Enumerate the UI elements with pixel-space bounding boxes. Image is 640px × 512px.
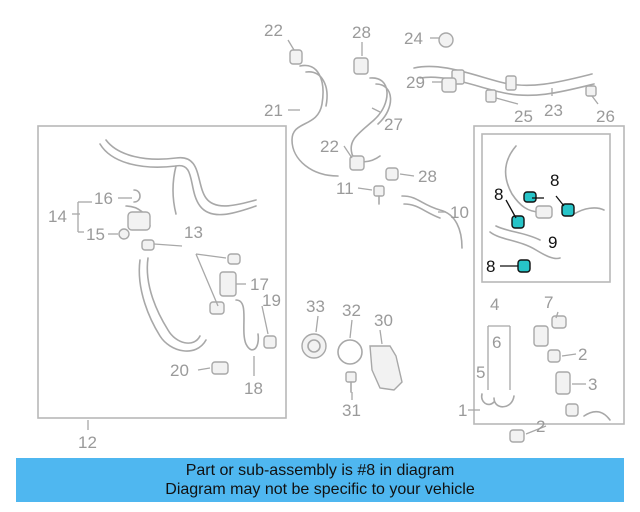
hose-18 bbox=[235, 299, 260, 351]
callout-15: 15 bbox=[86, 225, 105, 244]
hose-assembly-left bbox=[99, 139, 257, 227]
callout-16: 16 bbox=[94, 189, 113, 208]
callout-22-mid: 22 bbox=[320, 137, 339, 156]
clamp-8-top bbox=[523, 191, 537, 203]
callout-2-mid: 2 bbox=[578, 345, 587, 364]
callout-22-top: 22 bbox=[264, 21, 283, 40]
callout-31: 31 bbox=[342, 401, 361, 420]
clamp-8-bottom bbox=[517, 259, 531, 273]
callout-30: 30 bbox=[374, 311, 393, 330]
callout-26: 26 bbox=[596, 107, 615, 126]
bolt-31 bbox=[345, 371, 357, 393]
banner-line-2: Diagram may not be specific to your vehi… bbox=[165, 481, 475, 498]
hose-9 bbox=[489, 145, 605, 260]
clamp-8-right bbox=[561, 203, 575, 217]
callout-10: 10 bbox=[450, 203, 469, 222]
oring-15 bbox=[118, 228, 130, 240]
assembly-box-1 bbox=[473, 125, 625, 425]
callout-28-mid: 28 bbox=[418, 167, 437, 186]
callout-8-left: 8 bbox=[494, 185, 503, 204]
callout-8-right: 8 bbox=[550, 171, 559, 190]
callout-3: 3 bbox=[588, 375, 597, 394]
callout-7: 7 bbox=[544, 293, 553, 312]
callout-12: 12 bbox=[78, 433, 97, 452]
clamp-8-left bbox=[511, 215, 525, 229]
callout-11: 11 bbox=[336, 179, 354, 198]
clamp-24 bbox=[438, 32, 454, 48]
fitting-14 bbox=[127, 211, 151, 231]
callout-32: 32 bbox=[342, 301, 361, 320]
clamp-22-top bbox=[289, 49, 303, 65]
clamp-22-mid bbox=[349, 155, 365, 171]
callouts: 22 28 24 29 21 27 25 23 26 22 28 11 10 1… bbox=[48, 21, 615, 452]
sensor-26 bbox=[585, 85, 597, 97]
plug-20 bbox=[211, 361, 229, 375]
callout-25: 25 bbox=[514, 107, 533, 126]
callout-19: 19 bbox=[262, 291, 281, 310]
banner-line-1: Part or sub-assembly is #8 in diagram bbox=[185, 462, 455, 479]
info-banner: Part or sub-assembly is #8 in diagram Di… bbox=[16, 458, 624, 502]
hose-lower-left bbox=[138, 257, 207, 352]
clamp-19 bbox=[263, 335, 277, 349]
callout-27: 27 bbox=[384, 115, 403, 134]
cap-33 bbox=[301, 333, 327, 359]
pipe-23 bbox=[413, 65, 595, 97]
fitting-29 bbox=[441, 77, 457, 93]
callout-21: 21 bbox=[264, 101, 283, 120]
tee-17 bbox=[209, 271, 237, 315]
callout-9: 9 bbox=[548, 233, 557, 252]
leader-lines bbox=[72, 37, 599, 435]
callout-18: 18 bbox=[244, 379, 263, 398]
assembly-box-12 bbox=[37, 125, 287, 419]
callout-4: 4 bbox=[490, 295, 499, 314]
connector-13 bbox=[141, 239, 241, 265]
callout-33: 33 bbox=[306, 297, 325, 316]
callout-1: 1 bbox=[458, 401, 467, 420]
assembly-box-7 bbox=[481, 133, 611, 283]
callout-24: 24 bbox=[404, 29, 423, 48]
callout-13: 13 bbox=[184, 223, 203, 242]
sensor-25 bbox=[485, 89, 497, 103]
gasket-32 bbox=[337, 339, 363, 365]
clamp-28-mid bbox=[385, 167, 399, 181]
callout-2-bottom: 2 bbox=[536, 417, 545, 436]
callout-8-bottom: 8 bbox=[486, 257, 495, 276]
hose-21 bbox=[291, 64, 339, 177]
fittings-lower-right bbox=[480, 315, 611, 443]
thermostat-housing-30 bbox=[369, 345, 403, 391]
callout-29: 29 bbox=[406, 73, 425, 92]
callout-23: 23 bbox=[544, 101, 563, 120]
bolt-11 bbox=[373, 185, 385, 205]
callout-5: 5 bbox=[476, 363, 485, 382]
callout-20: 20 bbox=[170, 361, 189, 380]
pipe-10 bbox=[401, 195, 463, 249]
callout-17: 17 bbox=[250, 275, 269, 294]
clip-16 bbox=[133, 189, 141, 203]
callout-14: 14 bbox=[48, 207, 67, 226]
callout-28-top: 28 bbox=[352, 23, 371, 42]
callout-6: 6 bbox=[492, 333, 501, 352]
clamp-28-top bbox=[353, 57, 369, 75]
